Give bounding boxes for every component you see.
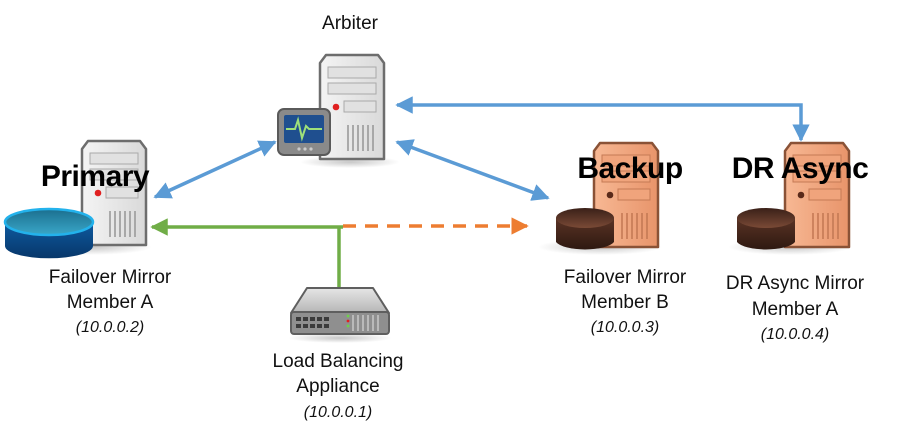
connections (150, 96, 810, 288)
monitor-heartbeat-icon (277, 108, 331, 156)
primary-name-line2: Member A (66, 292, 154, 313)
backup-node[interactable] (538, 141, 662, 255)
link-arbiter-backup (395, 139, 550, 201)
dr-async-role-label: DR Async (731, 152, 869, 185)
dr-async-name-line1: DR Async Mirror (725, 273, 865, 294)
database-disk-icon (737, 208, 795, 250)
lb-name-line2: Appliance (296, 376, 380, 397)
backup-role-label: Backup (577, 152, 683, 185)
dr-async-node[interactable] (728, 141, 852, 255)
primary-ip: (10.0.0.2) (75, 319, 145, 336)
lb-name-line1: Load Balancing (272, 351, 404, 372)
link-arbiter-primary (153, 140, 277, 199)
arbiter-node[interactable] (277, 53, 400, 168)
database-disk-icon (3, 207, 95, 259)
backup-name-line2: Member B (581, 292, 669, 313)
lb-ip: (10.0.0.1) (303, 404, 373, 421)
link-arbiter-dr-async (395, 96, 810, 142)
backup-ip: (10.0.0.3) (590, 319, 660, 336)
arbiter-label: Arbiter (322, 13, 378, 34)
load-balancer-node[interactable] (288, 287, 392, 343)
dr-async-ip: (10.0.0.4) (760, 326, 830, 343)
primary-node[interactable] (3, 139, 152, 259)
primary-name-line1: Failover Mirror (48, 267, 172, 288)
dr-async-name-line2: Member A (751, 299, 839, 320)
network-appliance-icon (288, 287, 392, 343)
backup-name-line1: Failover Mirror (563, 267, 687, 288)
database-disk-icon (556, 208, 614, 250)
primary-role-label: Primary (40, 160, 150, 193)
